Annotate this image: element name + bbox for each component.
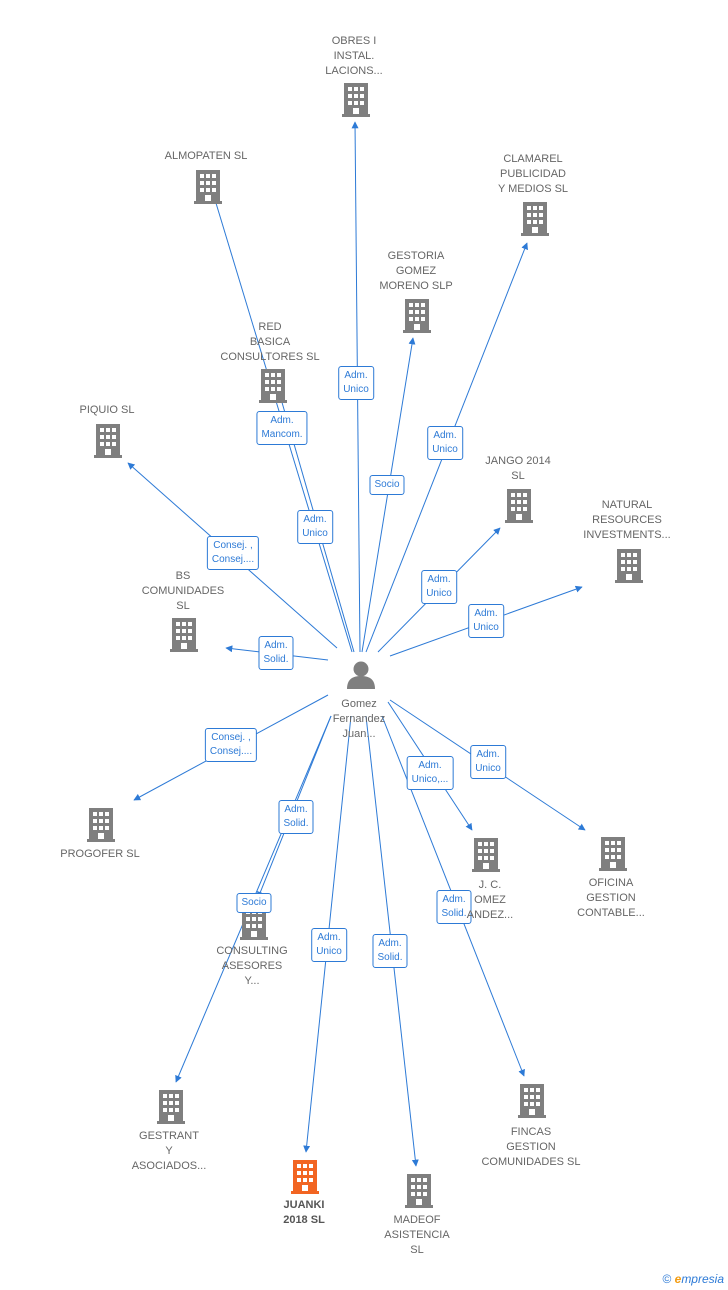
company-label-red[interactable]: RED BASICA CONSULTORES SL xyxy=(220,321,320,363)
empresia-watermark: © empresia xyxy=(662,1272,724,1286)
edges-layer xyxy=(127,121,586,1167)
edge-label-consulting_b[interactable]: Socio xyxy=(236,893,272,913)
edge-label-clamarel[interactable]: Adm. Unico xyxy=(427,426,463,460)
building-icon[interactable] xyxy=(87,808,115,842)
building-icon[interactable] xyxy=(403,299,431,333)
building-icon[interactable] xyxy=(505,489,533,523)
company-label-madeof[interactable]: MADEOF ASISTENCIA SL xyxy=(384,1214,450,1256)
building-icon[interactable] xyxy=(472,838,500,872)
building-icon[interactable] xyxy=(94,424,122,458)
edge-label-progofer[interactable]: Consej. , Consej.... xyxy=(204,728,258,762)
center-person-label[interactable]: Gomez Fernandez Juan... xyxy=(332,698,386,740)
company-label-jango[interactable]: JANGO 2014 SL xyxy=(485,455,551,482)
edge-label-natural[interactable]: Adm. Unico xyxy=(468,604,504,638)
edge-label-bs[interactable]: Adm. Solid. xyxy=(258,636,294,670)
company-label-almopaten[interactable]: ALMOPATEN SL xyxy=(164,150,248,162)
building-icon[interactable] xyxy=(342,83,370,117)
building-icon[interactable] xyxy=(615,549,643,583)
company-label-natural[interactable]: NATURAL RESOURCES INVESTMENTS... xyxy=(583,499,671,541)
building-icon[interactable] xyxy=(291,1160,319,1194)
edge-label-almopaten[interactable]: Adm. Mancom. xyxy=(256,411,308,445)
nodes-layer xyxy=(87,83,643,1208)
edge-line-gestoria xyxy=(361,337,416,653)
brand-logo-text: mpresia xyxy=(681,1272,724,1286)
building-icon[interactable] xyxy=(405,1174,433,1208)
edge-label-gestoria[interactable]: Socio xyxy=(369,475,405,495)
edge-label-jcgomez[interactable]: Adm. Unico,... xyxy=(406,756,454,790)
copyright-symbol: © xyxy=(662,1272,672,1286)
company-label-clamarel[interactable]: CLAMAREL PUBLICIDAD Y MEDIOS SL xyxy=(497,153,569,195)
building-icon[interactable] xyxy=(259,369,287,403)
edge-label-consulting_a[interactable]: Adm. Solid. xyxy=(278,800,314,834)
edge-label-piquio[interactable]: Consej. , Consej.... xyxy=(206,536,260,570)
edge-label-fincas[interactable]: Adm. Solid. xyxy=(436,890,472,924)
building-icon[interactable] xyxy=(157,1090,185,1124)
company-label-gestoria[interactable]: GESTORIA GOMEZ MORENO SLP xyxy=(379,250,453,292)
company-label-piquio[interactable]: PIQUIO SL xyxy=(79,404,135,416)
edge-label-obres[interactable]: Adm. Unico xyxy=(338,366,374,400)
edge-label-jango[interactable]: Adm. Unico xyxy=(421,570,457,604)
building-icon[interactable] xyxy=(599,837,627,871)
company-label-bs[interactable]: BS COMUNIDADES SL xyxy=(141,570,225,612)
brand-logo-e: e xyxy=(674,1272,682,1286)
company-label-jcgomez[interactable]: J. C. OMEZ ANDEZ... xyxy=(466,879,514,921)
company-label-fincas[interactable]: FINCAS GESTION COMUNIDADES SL xyxy=(481,1126,581,1168)
edge-label-madeof[interactable]: Adm. Solid. xyxy=(372,934,408,968)
company-label-oficina[interactable]: OFICINA GESTION CONTABLE... xyxy=(577,877,645,919)
company-label-consulting[interactable]: CONSULTING ASESORES Y... xyxy=(216,945,288,987)
company-label-gestrant[interactable]: GESTRANT Y ASOCIADOS... xyxy=(131,1130,207,1172)
person-icon[interactable] xyxy=(347,661,375,690)
building-icon[interactable] xyxy=(170,618,198,652)
company-label-juanki[interactable]: JUANKI 2018 SL xyxy=(283,1199,325,1226)
company-label-progofer[interactable]: PROGOFER SL xyxy=(60,848,140,860)
edge-label-red[interactable]: Adm. Unico xyxy=(297,510,333,544)
building-icon[interactable] xyxy=(521,202,549,236)
building-icon[interactable] xyxy=(194,170,222,204)
edge-label-juanki[interactable]: Adm. Unico xyxy=(311,928,347,962)
company-label-obres[interactable]: OBRES I INSTAL. LACIONS... xyxy=(325,35,383,77)
building-icon[interactable] xyxy=(518,1084,546,1118)
edge-label-oficina[interactable]: Adm. Unico xyxy=(470,745,506,779)
